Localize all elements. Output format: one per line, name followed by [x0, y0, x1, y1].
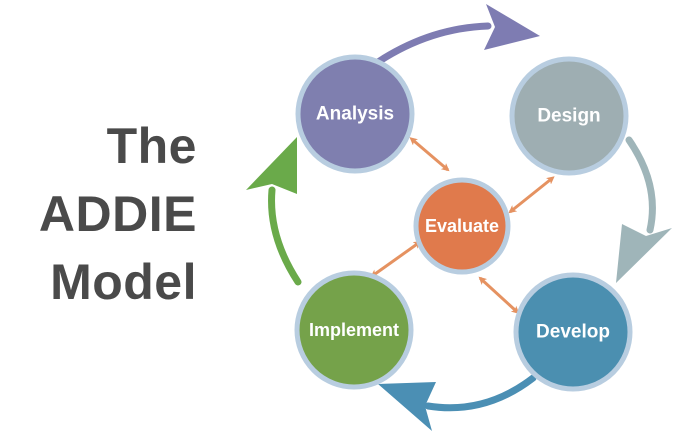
node-analysis-circle: [295, 54, 415, 174]
node-evaluate-circle: [413, 177, 511, 275]
node-evaluate-label: Evaluate: [425, 216, 499, 236]
title-line-addie: ADDIE: [38, 186, 197, 242]
title-line-model: Model: [50, 254, 197, 310]
node-implement-label: Implement: [309, 320, 399, 340]
node-analysis: Analysis: [295, 54, 415, 174]
node-evaluate: Evaluate: [413, 177, 511, 275]
node-design-label: Design: [537, 106, 600, 127]
diagram-title: The ADDIE Model: [39, 112, 197, 316]
node-develop-label: Develop: [536, 322, 610, 343]
arrow-develop-to-implement: [378, 374, 537, 431]
arrow-analysis-to-design: [374, 4, 540, 66]
node-design: Design: [509, 56, 629, 176]
title-line-the: The: [106, 118, 197, 174]
node-design-circle: [509, 56, 629, 176]
node-implement: Implement: [294, 270, 414, 390]
inner-arrow-analysis-evaluate: [409, 137, 450, 172]
arrow-design-to-develop: [616, 136, 672, 283]
inner-arrow-develop-evaluate: [478, 276, 520, 315]
node-analysis-label: Analysis: [316, 104, 394, 125]
node-develop: Develop: [513, 272, 633, 392]
node-develop-circle: [513, 272, 633, 392]
arrow-implement-to-analysis: [246, 137, 302, 286]
node-implement-circle: [294, 270, 414, 390]
inner-arrow-design-evaluate: [508, 176, 555, 214]
inner-arrow-implement-evaluate: [370, 240, 422, 278]
